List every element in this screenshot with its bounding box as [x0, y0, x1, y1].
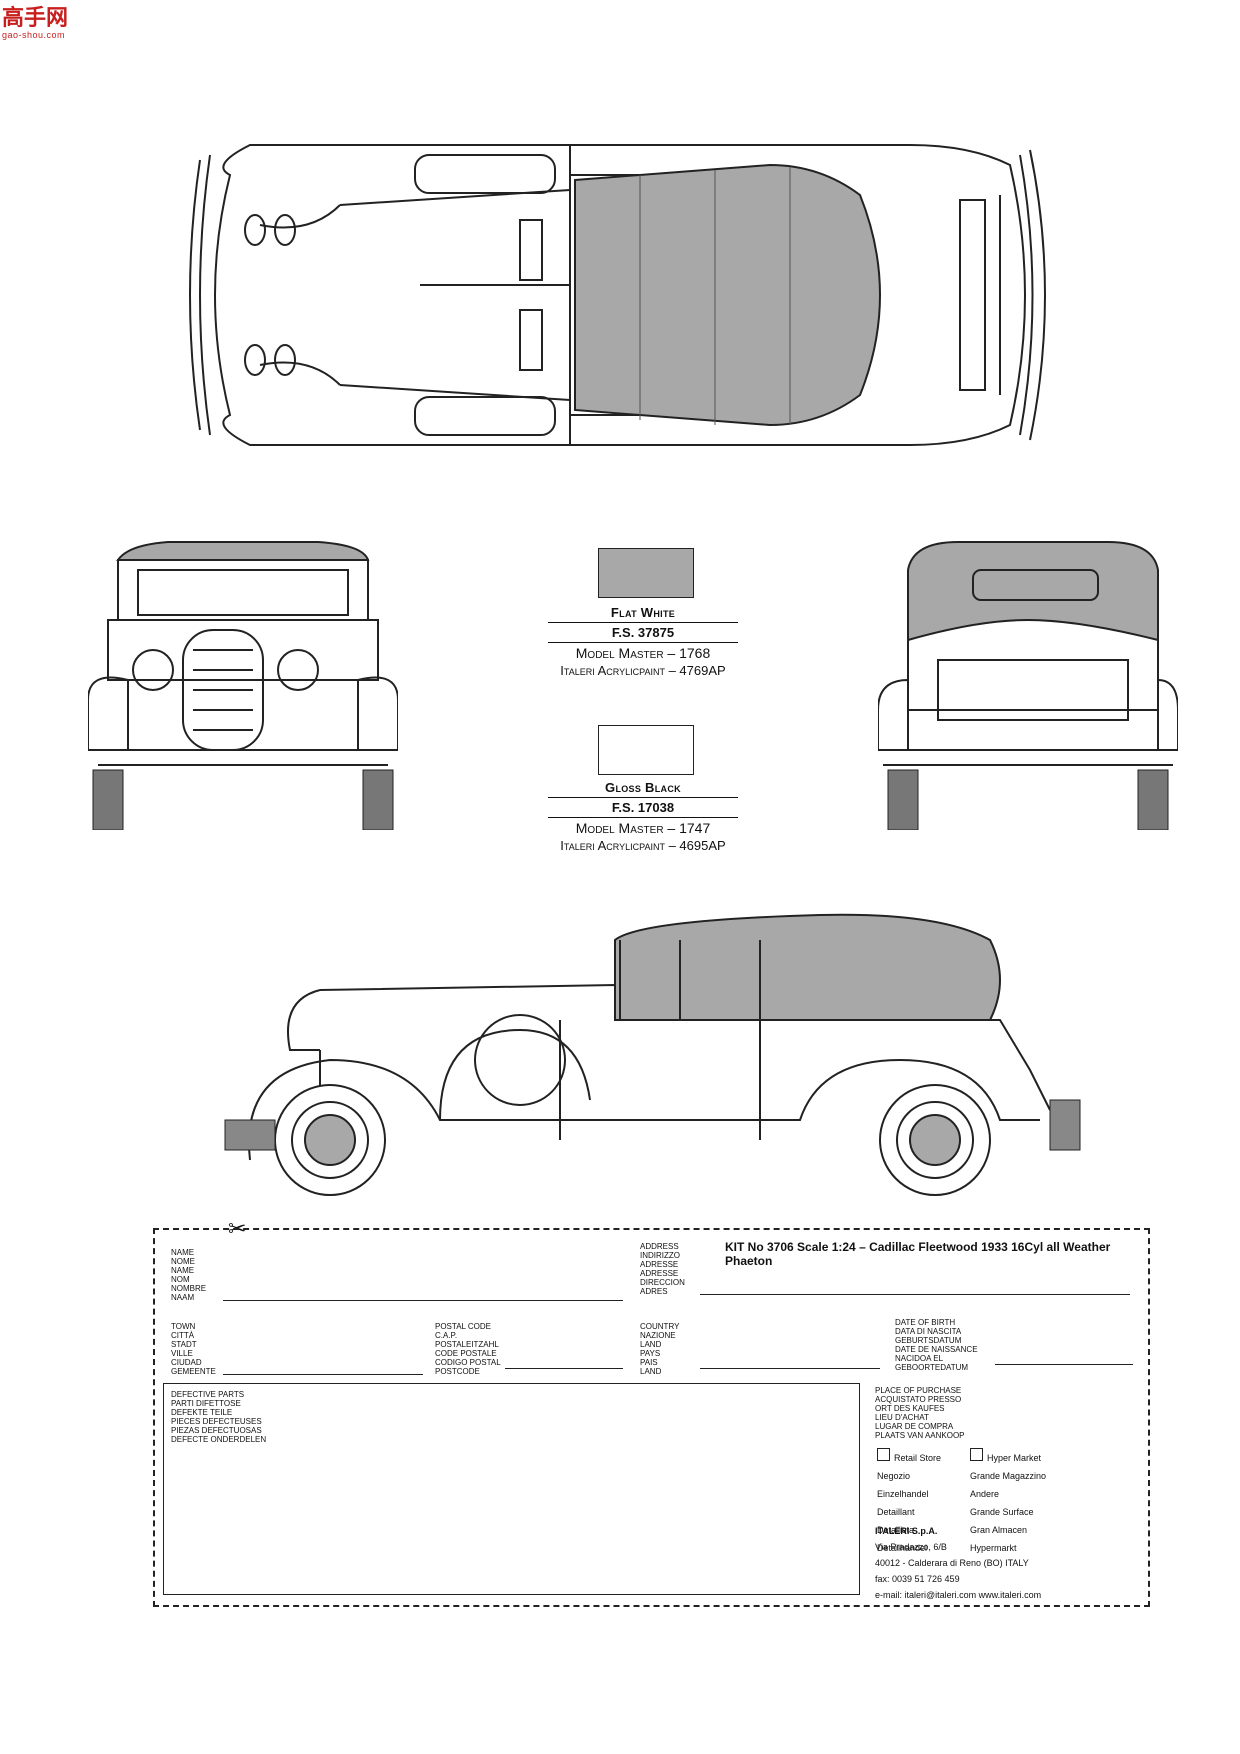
address-field[interactable] — [700, 1294, 1130, 1295]
paint-name: Gloss Black — [548, 780, 738, 798]
watermark-logo: 高手网 gao-shou.com — [2, 5, 69, 41]
town-label: TOWN CITTÀ STADT VILLE CIUDAD GEMEENTE — [171, 1322, 216, 1376]
place-of-purchase-label: PLACE OF PURCHASE ACQUISTATO PRESSO ORT … — [875, 1386, 965, 1440]
defective-parts-box[interactable] — [163, 1383, 860, 1595]
name-label: NAME NOME NAME NOM NOMBRE NAAM — [171, 1248, 207, 1302]
company-fax: fax: 0039 51 726 459 — [875, 1574, 960, 1584]
company-address: ITALERI S.p.A. Via Pradazzo, 6/B 40012 -… — [875, 1526, 1041, 1601]
retail-store-checkbox[interactable] — [877, 1448, 890, 1461]
postal-code-field[interactable] — [505, 1368, 623, 1369]
town-field[interactable] — [223, 1374, 423, 1375]
hyper-market-option[interactable]: Hyper Market Grande Magazzino Andere Gra… — [970, 1448, 1046, 1556]
retail-store-option[interactable]: Retail Store Negozio Einzelhandel Detail… — [877, 1448, 941, 1556]
address-label: ADDRESS INDIRIZZO ADRESSE ADRESSE DIRECC… — [640, 1242, 685, 1296]
country-field[interactable] — [700, 1368, 880, 1369]
date-of-birth-field[interactable] — [995, 1364, 1133, 1365]
paint-legend-flat-white: Flat White F.S. 37875 Model Master – 176… — [548, 605, 738, 678]
country-label: COUNTRY NAZIONE LAND PAYS PAIS LAND — [640, 1322, 680, 1376]
side-view-drawing — [224, 913, 1081, 1196]
company-city: 40012 - Calderara di Reno (BO) ITALY — [875, 1558, 1029, 1568]
hyper-market-label: Hyper Market Grande Magazzino Andere Gra… — [970, 1453, 1047, 1553]
postal-code-label: POSTAL CODE C.A.P. POSTALEITZAHL CODE PO… — [435, 1322, 501, 1376]
name-field[interactable] — [223, 1300, 623, 1301]
paint-italeri: Italeri Acrylicpaint – 4769AP — [560, 663, 726, 678]
hyper-market-checkbox[interactable] — [970, 1448, 983, 1461]
paint-legend-gloss-black: Gloss Black F.S. 17038 Model Master – 17… — [548, 780, 738, 853]
watermark-url: gao-shou.com — [2, 30, 66, 40]
retail-store-label: Retail Store Negozio Einzelhandel Detail… — [877, 1453, 942, 1553]
company-contact: e-mail: italeri@italeri.com www.italeri.… — [875, 1590, 1042, 1600]
paint-italeri: Italeri Acrylicpaint – 4695AP — [560, 838, 726, 853]
paint-model-master: Model Master – 1768 — [575, 645, 711, 661]
company-name: ITALERI S.p.A. — [875, 1526, 938, 1536]
gloss-black-swatch — [598, 725, 694, 775]
paint-fs-code: F.S. 17038 — [548, 800, 738, 818]
front-view-drawing — [88, 541, 398, 830]
watermark-logo-text: 高手网 — [2, 5, 69, 30]
paint-model-master: Model Master – 1747 — [575, 820, 711, 836]
paint-name: Flat White — [548, 605, 738, 623]
top-view-drawing — [189, 144, 1046, 446]
flat-white-swatch — [598, 548, 694, 598]
company-street: Via Pradazzo, 6/B — [875, 1542, 947, 1552]
date-of-birth-label: DATE OF BIRTH DATA DI NASCITA GEBURTSDAT… — [895, 1318, 978, 1372]
parts-order-form: NAME NOME NAME NOM NOMBRE NAAM ADDRESS I… — [153, 1228, 1150, 1607]
kit-title: KIT No 3706 Scale 1:24 – Cadillac Fleetw… — [725, 1240, 1111, 1268]
defective-parts-label: DEFECTIVE PARTS PARTI DIFETTOSE DEFEKTE … — [171, 1390, 267, 1444]
rear-view-drawing — [878, 541, 1178, 830]
paint-fs-code: F.S. 37875 — [548, 625, 738, 643]
